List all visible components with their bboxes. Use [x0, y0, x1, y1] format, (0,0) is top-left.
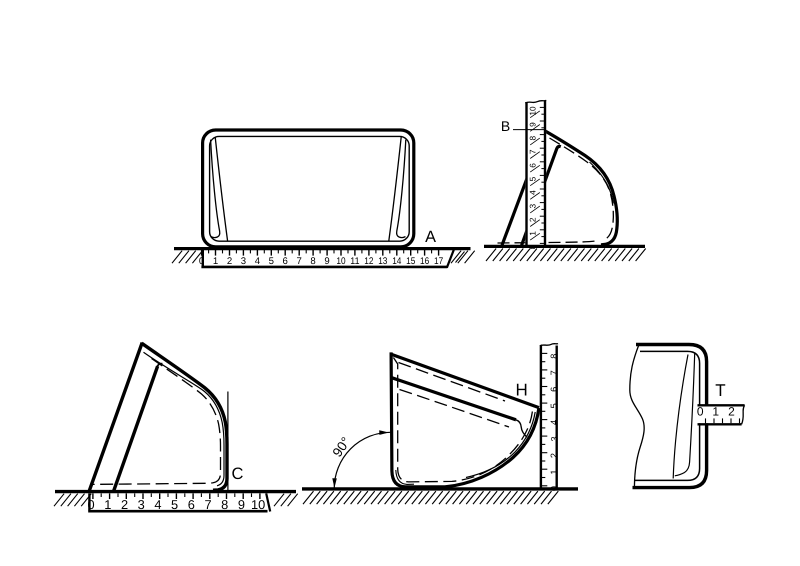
svg-text:13: 13 [378, 256, 387, 267]
svg-text:2: 2 [227, 256, 232, 267]
svg-text:5: 5 [528, 176, 538, 181]
svg-text:8: 8 [549, 354, 559, 359]
svg-text:4: 4 [154, 497, 161, 512]
svg-text:8: 8 [221, 497, 228, 512]
svg-text:6: 6 [283, 256, 288, 267]
svg-text:8: 8 [310, 256, 315, 267]
svg-text:15: 15 [406, 256, 415, 267]
svg-text:8: 8 [528, 136, 538, 141]
svg-text:16: 16 [420, 256, 429, 267]
svg-text:T: T [715, 381, 725, 400]
svg-text:9: 9 [238, 497, 245, 512]
svg-text:3: 3 [549, 436, 559, 441]
svg-text:2: 2 [528, 217, 538, 222]
svg-text:11: 11 [350, 256, 359, 267]
svg-text:A: A [425, 228, 436, 246]
svg-text:0: 0 [199, 256, 204, 267]
svg-text:5: 5 [269, 256, 274, 267]
svg-text:3: 3 [138, 497, 145, 512]
svg-text:H: H [515, 381, 527, 400]
svg-text:3: 3 [241, 256, 246, 267]
svg-text:9: 9 [528, 122, 538, 127]
svg-text:1: 1 [528, 231, 538, 236]
svg-text:B: B [501, 118, 510, 134]
svg-text:1: 1 [549, 469, 559, 474]
svg-text:2: 2 [728, 405, 735, 419]
svg-text:6: 6 [549, 387, 559, 392]
svg-text:2: 2 [121, 497, 128, 512]
svg-text:7: 7 [528, 149, 538, 154]
svg-text:C: C [232, 465, 244, 483]
svg-text:0: 0 [88, 497, 95, 512]
svg-text:7: 7 [204, 497, 211, 512]
svg-text:1: 1 [712, 405, 719, 419]
svg-text:17: 17 [434, 256, 443, 267]
svg-text:3: 3 [528, 204, 538, 209]
svg-text:6: 6 [188, 497, 195, 512]
svg-text:10: 10 [528, 106, 538, 116]
svg-text:5: 5 [549, 403, 559, 408]
svg-text:10: 10 [336, 256, 345, 267]
svg-text:4: 4 [528, 190, 538, 195]
svg-text:2: 2 [549, 453, 559, 458]
svg-text:4: 4 [255, 256, 261, 267]
svg-text:6: 6 [528, 163, 538, 168]
svg-text:9: 9 [324, 256, 329, 267]
svg-text:7: 7 [297, 256, 302, 267]
svg-text:12: 12 [364, 256, 373, 267]
svg-text:5: 5 [171, 497, 178, 512]
svg-text:1: 1 [213, 256, 218, 267]
svg-text:7: 7 [549, 370, 559, 375]
svg-text:4: 4 [549, 420, 559, 425]
svg-text:10: 10 [251, 497, 265, 512]
svg-text:1: 1 [104, 497, 111, 512]
svg-text:14: 14 [392, 256, 402, 267]
svg-text:0: 0 [697, 405, 704, 419]
